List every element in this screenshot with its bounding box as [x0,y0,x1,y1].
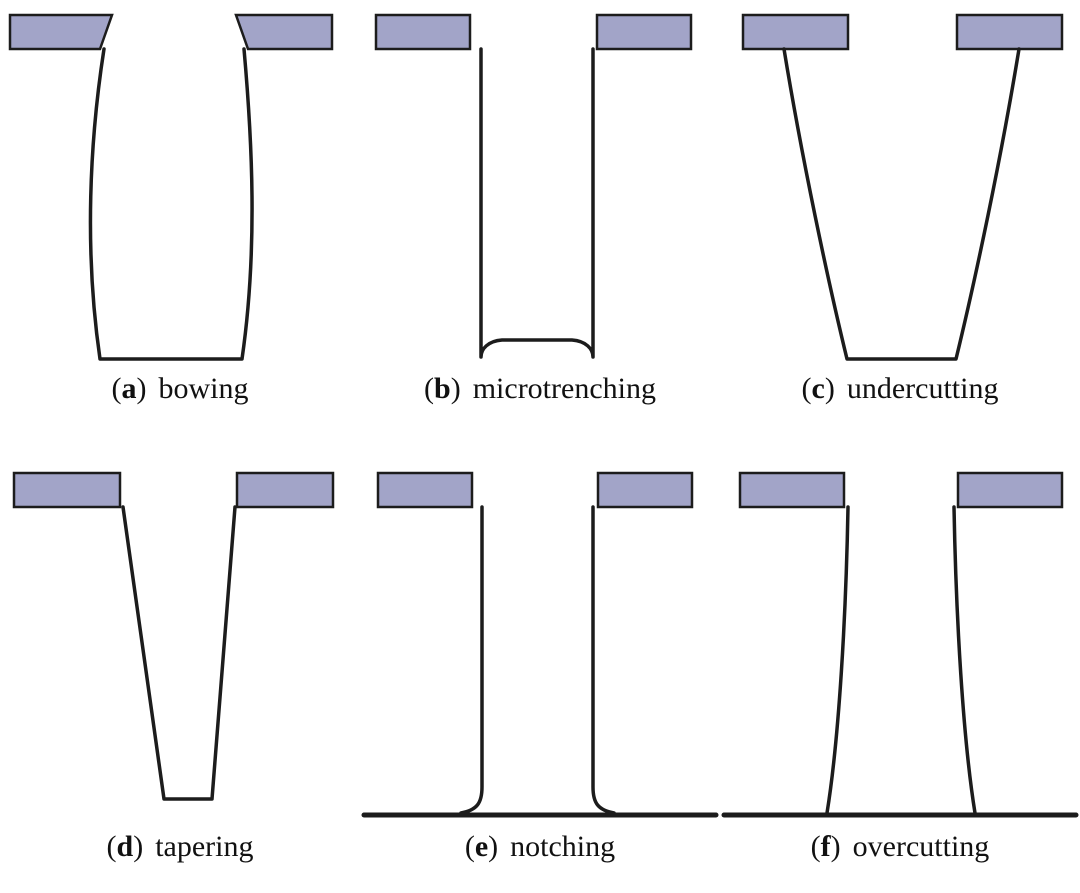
trench-profile-microtrenching [479,47,595,359]
caption-open-paren: ( [111,372,122,405]
panel-b-caption: (b) microtrenching [424,371,656,407]
panel-d-caption: (d) tapering [107,829,254,865]
caption-letter: c [811,372,825,405]
panel-a-caption: (a) bowing [112,371,249,407]
panel-e-caption: (e) notching [465,829,615,865]
etch-mask-left [738,471,846,509]
panel-c: (c) undercutting [720,0,1080,447]
etch-mask-right [595,13,693,51]
etch-mask-right [956,471,1064,509]
panel-b-drawing [374,13,693,359]
caption-label: notching [510,830,616,863]
caption-open-paren: ( [810,830,821,863]
caption-letter: d [116,830,134,863]
caption-label: undercutting [846,372,999,405]
panel-f: (f) overcutting [720,447,1080,893]
panel-a-drawing [8,13,334,361]
caption-letter: e [474,830,489,863]
caption-letter: b [434,372,451,405]
caption-label: tapering [155,830,254,863]
caption-close-paren: ) [830,830,841,863]
etch-mask-right [235,471,335,509]
panel-c-caption: (c) undercutting [802,371,999,407]
etch-mask-left [8,13,114,51]
caption-letter: f [820,830,831,863]
caption-label: microtrenching [472,372,656,405]
caption-open-paren: ( [464,830,475,863]
panel-d: (d) tapering [0,447,360,893]
caption-close-paren: ) [488,830,499,863]
sidewall-left-notching [459,505,484,815]
panel-e: (e) notching [360,447,720,893]
caption-close-paren: ) [133,830,144,863]
etch-mask-left [12,471,122,509]
etch-mask-right [596,471,694,509]
etch-mask-left [741,13,850,51]
etch-mask-left [374,13,472,51]
panel-b: (b) microtrenching [360,0,720,447]
trench-profile-undercutting [782,47,1021,361]
panel-f-caption: (f) overcutting [811,829,990,865]
etch-mask-left [376,471,474,509]
trench-profile-bowing [88,47,254,361]
sidewall-right-overcutting [952,505,977,815]
panel-a: (a) bowing [0,0,360,447]
caption-close-paren: ) [824,372,835,405]
caption-close-paren: ) [136,372,147,405]
etch-mask-right [955,13,1064,51]
panel-e-drawing [361,471,719,818]
caption-letter: a [121,372,137,405]
caption-label: overcutting [852,830,990,863]
panel-d-drawing [12,471,335,801]
panel-c-drawing [741,13,1064,361]
caption-open-paren: ( [424,372,435,405]
panel-f-drawing [721,471,1079,818]
caption-label: bowing [158,372,249,405]
sidewall-left-overcutting [825,505,850,815]
sidewall-right-notching [591,505,616,815]
etch-mask-right [234,13,334,51]
caption-open-paren: ( [106,830,117,863]
trench-profile-tapering [121,505,237,801]
caption-open-paren: ( [801,372,812,405]
caption-close-paren: ) [450,372,461,405]
